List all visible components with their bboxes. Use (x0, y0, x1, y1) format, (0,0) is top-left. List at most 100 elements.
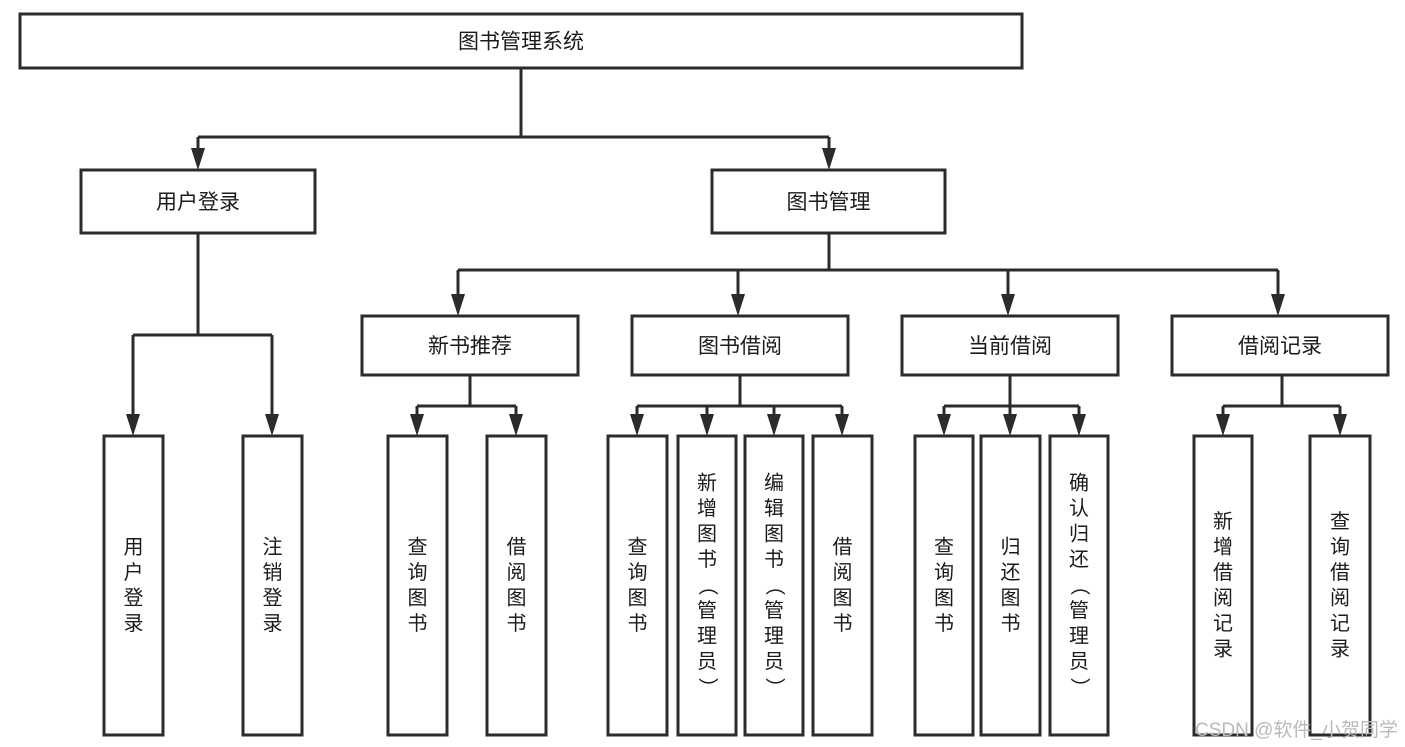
node-label-leaf-confirm-return-char-7: 员 (1069, 651, 1089, 673)
connector-conn-bm-c3 (1001, 270, 1015, 316)
node-label-current-borrow: 当前借阅 (968, 335, 1052, 358)
node-label-leaf-query-book-current-char-1: 询 (934, 561, 954, 584)
node-label-leaf-add-record-char-3: 阅 (1213, 586, 1233, 609)
node-label-leaf-add-record-char-4: 记 (1213, 612, 1233, 635)
node-label-leaf-query-book-borrow-char-2: 图 (628, 587, 648, 609)
node-label-leaf-return-book-char-1: 还 (1001, 561, 1021, 584)
connector-conn-bm-c2 (731, 270, 745, 316)
node-label-borrow-record: 借阅记录 (1238, 335, 1322, 358)
node-box-root[interactable] (18, 12, 1024, 70)
node-box-book-borrow[interactable] (630, 314, 850, 377)
node-label-root: 图书管理系统 (458, 31, 584, 54)
node-label-leaf-query-book-rec-char-3: 书 (408, 612, 428, 635)
node-label-leaf-logout-char-2: 登 (263, 586, 283, 609)
node-box-leaf-query-record[interactable] (1308, 434, 1372, 737)
node-book-manage[interactable]: 图书管理 (710, 168, 947, 235)
node-leaf-user-login[interactable]: 用户登录 (102, 434, 165, 737)
node-box-leaf-return-book[interactable] (979, 434, 1042, 737)
node-label-leaf-add-book-char-0: 新 (697, 472, 717, 495)
node-box-leaf-edit-book[interactable] (743, 434, 805, 737)
node-box-leaf-add-record[interactable] (1192, 434, 1254, 737)
node-label-leaf-confirm-return-char-5: 管 (1069, 599, 1089, 622)
node-label-leaf-user-login-char-2: 登 (124, 586, 144, 609)
node-label-leaf-add-book-char-2: 图 (697, 524, 717, 546)
node-box-user-login[interactable] (79, 168, 317, 235)
node-label-leaf-add-record-char-0: 新 (1213, 510, 1233, 533)
node-label-leaf-borrow-book-char-3: 书 (833, 612, 853, 635)
node-label-leaf-edit-book-char-6: 理 (764, 626, 784, 648)
node-label-leaf-confirm-return-char-4: （ (1068, 576, 1091, 596)
node-label-leaf-query-record-char-2: 借 (1330, 561, 1350, 584)
node-label-leaf-query-book-borrow-char-3: 书 (628, 612, 648, 635)
node-label-leaf-edit-book-char-7: 员 (764, 651, 784, 673)
node-book-borrow[interactable]: 图书借阅 (630, 314, 850, 377)
node-label-leaf-add-record-char-2: 借 (1213, 561, 1233, 584)
node-box-book-manage[interactable] (710, 168, 947, 235)
connector-conn-current-c2 (1003, 406, 1017, 436)
connector-conn-bm-c1 (451, 270, 465, 316)
node-box-borrow-record[interactable] (1170, 314, 1390, 377)
node-label-leaf-logout-char-3: 录 (263, 613, 283, 635)
node-label-leaf-borrow-book-char-1: 阅 (833, 561, 853, 584)
node-box-leaf-borrow-book-rec[interactable] (485, 434, 548, 737)
connector-conn-root-to-book-manage (822, 137, 836, 170)
node-label-leaf-logout-char-1: 销 (263, 561, 283, 584)
node-label-leaf-query-book-current-char-3: 书 (934, 612, 954, 635)
node-label-user-login: 用户登录 (156, 191, 240, 214)
node-box-leaf-add-book[interactable] (676, 434, 738, 737)
node-box-leaf-confirm-return[interactable] (1048, 434, 1110, 737)
node-label-leaf-user-login-char-1: 户 (124, 561, 144, 584)
node-label-leaf-query-book-current-char-0: 查 (934, 535, 954, 558)
node-user-login[interactable]: 用户登录 (79, 168, 317, 235)
node-box-leaf-query-book-rec[interactable] (386, 434, 449, 737)
node-label-leaf-query-book-rec-char-1: 询 (408, 561, 428, 584)
node-label-leaf-add-book-char-6: 理 (697, 626, 717, 648)
node-label-leaf-add-record-char-1: 增 (1213, 535, 1233, 558)
node-box-leaf-query-book-current[interactable] (913, 434, 975, 737)
node-box-new-book-recommend[interactable] (360, 314, 580, 377)
csdn-watermark: CSDN @软件_小贺同学 (1195, 719, 1398, 741)
node-label-leaf-borrow-book-rec-char-2: 图 (507, 587, 527, 609)
node-label-leaf-add-book-char-3: 书 (697, 548, 717, 571)
node-box-leaf-user-login[interactable] (102, 434, 165, 737)
node-label-leaf-borrow-book-char-2: 图 (833, 587, 853, 609)
node-root[interactable]: 图书管理系统 (18, 12, 1024, 70)
node-box-leaf-borrow-book[interactable] (811, 434, 874, 737)
connector-conn-rec-c2 (509, 406, 523, 436)
node-label-leaf-query-record-char-0: 查 (1330, 510, 1350, 533)
node-label-leaf-borrow-book-rec-char-0: 借 (507, 535, 527, 558)
connector-conn-borrow-c1 (630, 406, 644, 436)
node-label-leaf-add-book-char-4: （ (696, 576, 719, 596)
node-box-leaf-query-book-borrow[interactable] (606, 434, 669, 737)
node-label-new-book-recommend: 新书推荐 (428, 335, 512, 358)
node-label-leaf-edit-book-char-5: 管 (764, 599, 784, 622)
node-label-leaf-user-login-char-3: 录 (124, 613, 144, 635)
node-label-leaf-confirm-return-char-8: ） (1068, 678, 1091, 698)
node-box-leaf-logout[interactable] (241, 434, 304, 737)
node-label-leaf-query-record-char-1: 询 (1330, 535, 1350, 558)
node-label-leaf-add-book-char-5: 管 (697, 599, 717, 622)
node-label-leaf-query-record-char-4: 记 (1330, 612, 1350, 635)
node-current-borrow[interactable]: 当前借阅 (900, 314, 1120, 377)
node-label-leaf-user-login-char-0: 用 (124, 536, 144, 558)
node-label-leaf-return-book-char-3: 书 (1001, 612, 1021, 635)
node-borrow-record[interactable]: 借阅记录 (1170, 314, 1390, 377)
connector-conn-record-c1 (1216, 406, 1230, 436)
node-box-current-borrow[interactable] (900, 314, 1120, 377)
node-label-leaf-query-book-rec-char-0: 查 (408, 535, 428, 558)
node-new-book-recommend[interactable]: 新书推荐 (360, 314, 580, 377)
